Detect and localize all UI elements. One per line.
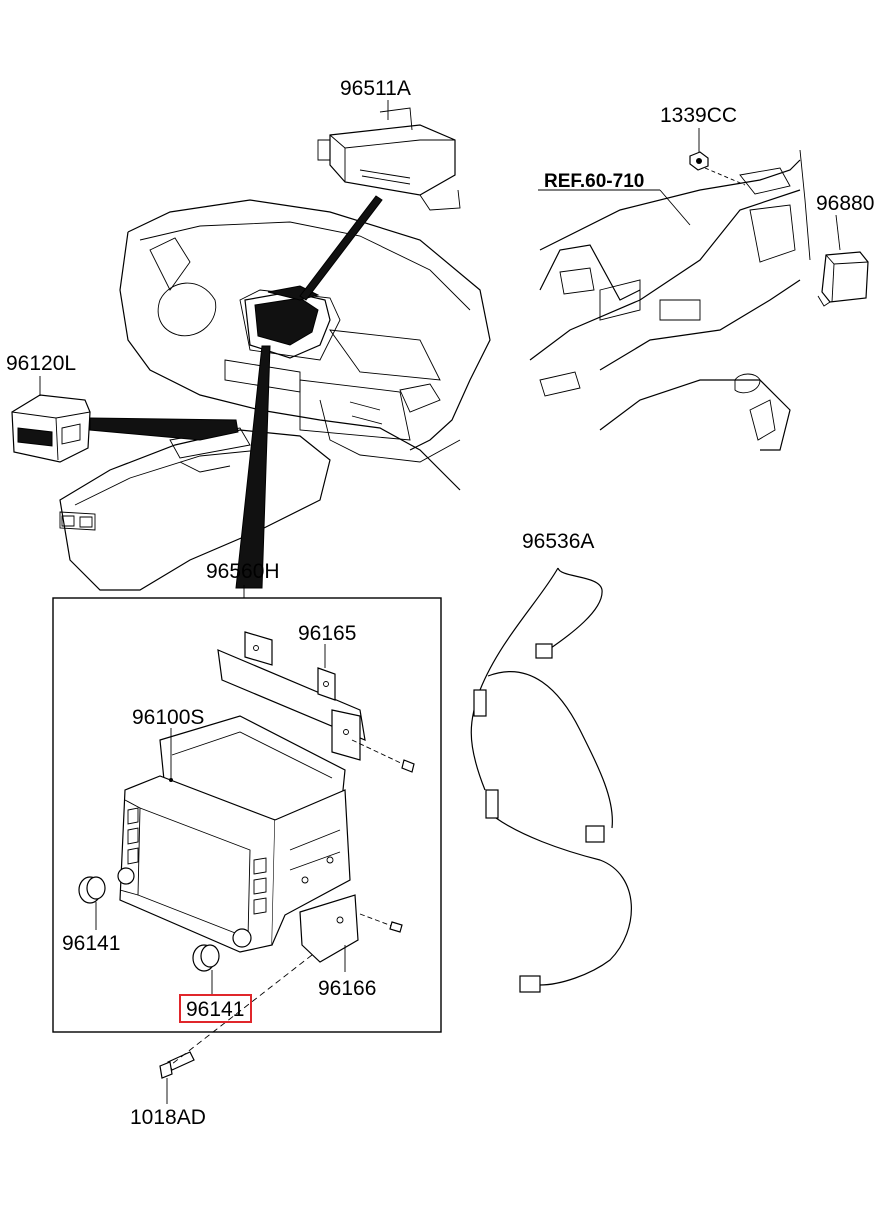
- jack-96120L: [11, 394, 91, 463]
- label-96100S: 96100S: [132, 706, 204, 729]
- module-96511A: [317, 107, 461, 211]
- dashboard-illustration: [59, 195, 491, 591]
- highlight-box: [179, 994, 252, 1023]
- label-96141-highlight: 96141: [186, 998, 244, 1021]
- label-96141-left: 96141: [62, 932, 120, 955]
- screws: [159, 739, 415, 1104]
- assembly-frame: [52, 597, 442, 1033]
- label-1339CC: 1339CC: [660, 104, 737, 127]
- label-ref-60-710: REF.60-710: [544, 171, 644, 192]
- label-96120L: 96120L: [6, 352, 76, 375]
- labels: 96511A 1339CC REF.60-710 96880 96120L 96…: [6, 77, 874, 1129]
- bracket-96166: [299, 894, 359, 972]
- label-96536A: 96536A: [522, 530, 594, 553]
- label-96511A: 96511A: [340, 77, 411, 100]
- nut-1339CC: [689, 128, 746, 186]
- label-1018AD: 1018AD: [130, 1106, 206, 1129]
- bracket-96165: [217, 631, 366, 761]
- label-96560H: 96560H: [206, 560, 280, 583]
- module-96880: [817, 214, 869, 307]
- label-96165: 96165: [298, 622, 356, 645]
- label-96880: 96880: [816, 192, 874, 215]
- head-unit-96100S: [117, 715, 351, 953]
- body-structure-ref: [529, 149, 811, 451]
- cable-96536A: [470, 567, 632, 993]
- knobs-96141: [78, 876, 220, 996]
- label-96166: 96166: [318, 977, 376, 1000]
